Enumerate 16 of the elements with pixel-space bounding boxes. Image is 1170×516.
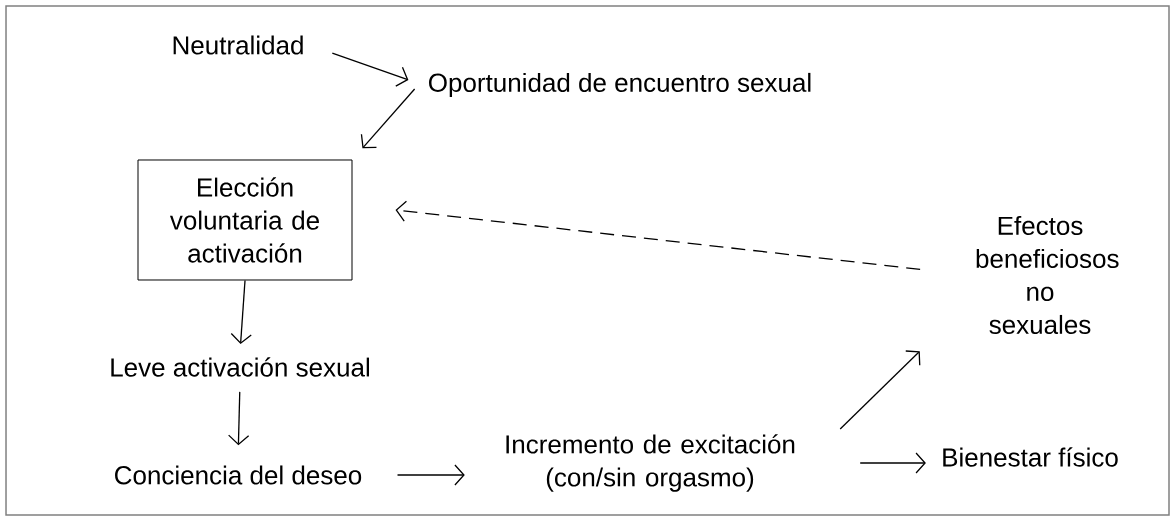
- arrow: [859, 452, 926, 474]
- flow-text: Oportunidad de encuentro sexual: [429, 72, 811, 98]
- flow-text: Leve activación sexual: [111, 357, 369, 377]
- flow-text: Incremento de excitación (con/sin orgasmo): [506, 434, 795, 492]
- arrow: [395, 200, 921, 270]
- arrow: [228, 391, 250, 446]
- flow-text: Neutralidad: [173, 35, 303, 55]
- flow-text: Conciencia del deseo: [115, 465, 362, 485]
- arrow: [331, 52, 409, 87]
- process-box: Elección voluntaria de activación: [137, 159, 353, 281]
- arrow: [396, 464, 465, 486]
- arrow: [839, 350, 921, 430]
- flow-text: Bienestar físico: [943, 447, 1118, 467]
- arrow: [230, 279, 252, 345]
- flow-text: Efectos beneficiosos no sexuales: [976, 215, 1119, 334]
- arrow: [360, 88, 416, 149]
